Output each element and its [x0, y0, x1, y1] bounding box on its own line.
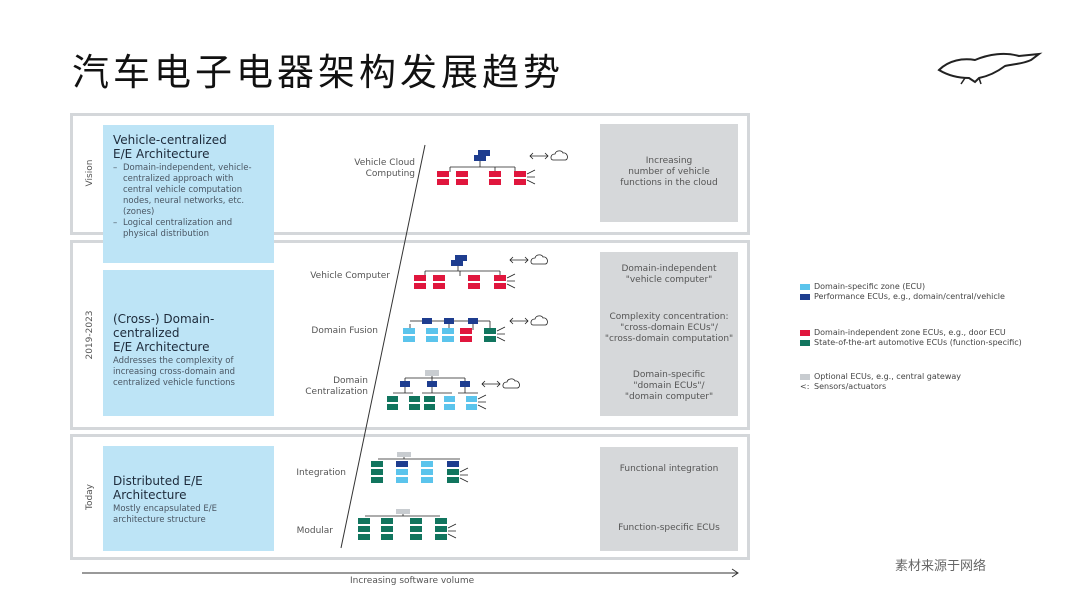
stage-integration: Integration [296, 468, 346, 478]
diagram-vehicle-computer [414, 254, 548, 289]
stage-domain-fusion: Domain Fusion [311, 326, 378, 336]
legend-item: Optional ECUs, e.g., central gateway [800, 372, 961, 382]
cloud-icon [550, 150, 568, 161]
domain-fusion-note: Complexity concentration: "cross-domain … [604, 312, 734, 344]
axis-arrowhead [731, 568, 739, 578]
ecu-red [489, 179, 501, 185]
domain-centralized-desc: Addresses the complexity of increasing c… [113, 356, 236, 388]
ecu-red [437, 179, 449, 185]
vehicle-centralized-bullet-1: Domain-independent, vehicle-centralized … [113, 163, 264, 218]
ecu-dark-blue [474, 155, 486, 161]
integration-note: Functional integration [619, 464, 719, 474]
ecu-red [437, 171, 449, 177]
distributed-heading: Distributed E/E Architecture [113, 474, 203, 502]
ecu-red [456, 179, 468, 185]
diagram-domain-centralization [387, 370, 520, 410]
diagram-domain-fusion [403, 315, 548, 342]
domain-centralization-note: Domain-specific "domain ECUs"/ "domain c… [624, 370, 714, 402]
domain-centralized-heading: (Cross-) Domain-centralized E/E Architec… [113, 312, 215, 354]
today-note-box: Functional integration Function-specific… [600, 447, 738, 551]
distributed-box: Distributed E/E Architecture Mostly enca… [103, 446, 274, 551]
legend-3: Optional ECUs, e.g., central gateway <:S… [800, 372, 961, 392]
legend: Domain-specific zone (ECU) Performance E… [800, 282, 1005, 302]
sensor-actuator-icon: <: [800, 382, 810, 391]
diagram-integration [371, 452, 469, 483]
domain-note-box: Domain-independent "vehicle computer" Co… [600, 252, 738, 416]
ecu-red [489, 171, 501, 177]
cloud-icon [530, 315, 548, 326]
vehicle-centralized-bullet-2: Logical centralization and physical dist… [113, 218, 264, 240]
legend-item: Domain-specific zone (ECU) [800, 282, 1005, 292]
stage-modular: Modular [296, 526, 333, 536]
stage-vehicle-computer: Vehicle Computer [310, 271, 390, 281]
vehicle-computer-note: Domain-independent "vehicle computer" [621, 264, 717, 285]
diagram-vehicle-cloud [437, 150, 568, 185]
domain-centralized-box: (Cross-) Domain-centralized E/E Architec… [103, 270, 274, 416]
legend-item: <:Sensors/actuators [800, 382, 887, 391]
legend-item: State-of-the-art automotive ECUs (functi… [800, 338, 1022, 348]
vehicle-centralized-box: Vehicle-centralized E/E Architecture Dom… [103, 125, 274, 263]
ecu-red [456, 171, 468, 177]
source-note: 素材来源于网络 [895, 559, 987, 574]
vision-note: Increasing number of vehicle functions i… [620, 156, 718, 188]
vision-note-box: Increasing number of vehicle functions i… [600, 124, 738, 222]
diagram-modular [358, 509, 457, 540]
stage-domain-centralization: Domain Centralization [305, 376, 368, 397]
ecu-red [514, 179, 526, 185]
cloud-icon [502, 378, 520, 389]
stage-vehicle-cloud-computing: Vehicle Cloud Computing [354, 158, 415, 179]
ecu-red [514, 171, 526, 177]
vehicle-centralized-heading: Vehicle-centralized E/E Architecture [113, 133, 227, 161]
ecu-dark-blue [478, 150, 490, 156]
modular-note: Function-specific ECUs [618, 523, 720, 533]
mustang-logo-icon [937, 52, 1043, 85]
page-title: 汽车电子电器架构发展趋势 [72, 51, 564, 94]
legend-item: Performance ECUs, e.g., domain/central/v… [800, 292, 1005, 302]
distributed-desc: Mostly encapsulated E/E architecture str… [113, 504, 217, 525]
legend-item: Domain-independent zone ECUs, e.g., door… [800, 328, 1022, 338]
axis-label: Increasing software volume [350, 576, 475, 586]
cloud-icon [530, 254, 548, 265]
legend-2: Domain-independent zone ECUs, e.g., door… [800, 328, 1022, 348]
trend-line [340, 144, 426, 549]
